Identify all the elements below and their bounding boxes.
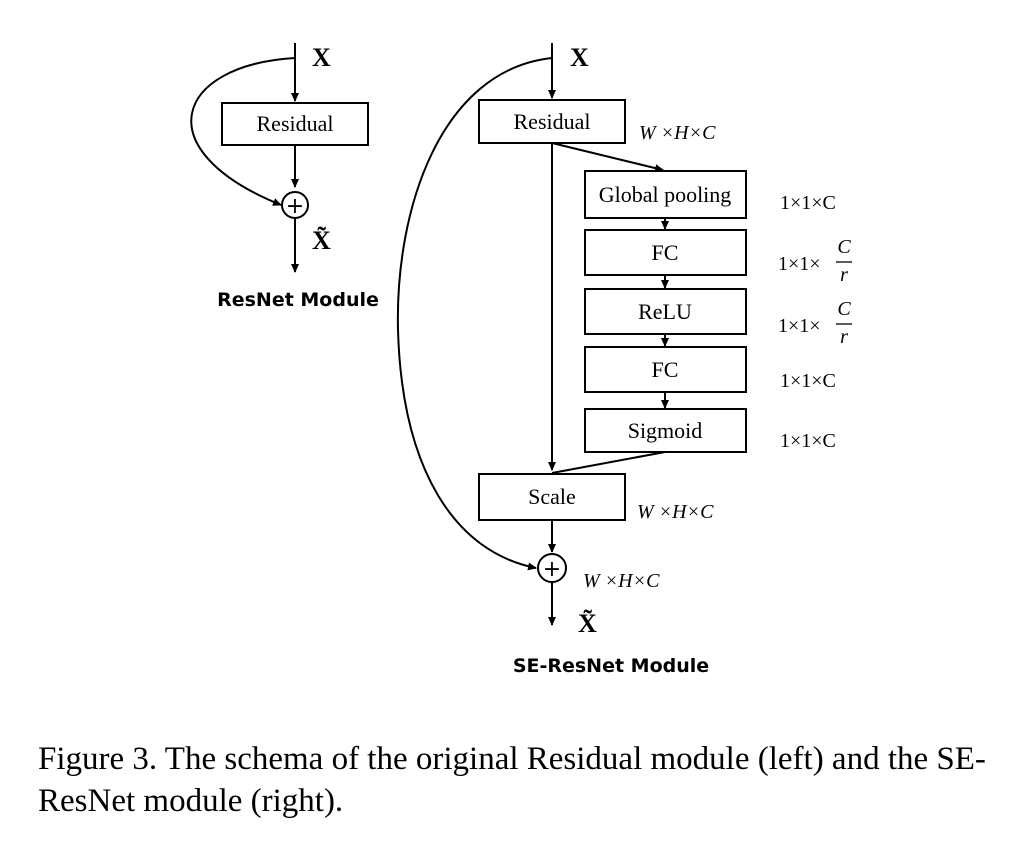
fc1-box	[584, 229, 747, 276]
fc1-dim-numerator: C	[837, 236, 851, 258]
se-resnet-title: SE-ResNet Module	[513, 655, 709, 677]
fc2-box	[584, 346, 747, 393]
resnet-title: ResNet Module	[217, 289, 379, 311]
se-input-label: X	[570, 43, 589, 72]
relu-dim-denominator: r	[840, 326, 848, 348]
relu-label: ReLU	[638, 299, 692, 324]
fc1-label: FC	[652, 240, 679, 265]
se-output-label: X̃	[578, 609, 597, 638]
se-resnet-module: X Residual W ×H×C Global pooling 1×1×C F…	[396, 43, 852, 677]
sigmoid-label: Sigmoid	[628, 418, 703, 443]
scale-dim: W ×H×C	[637, 501, 714, 523]
se-skip-connection	[396, 57, 553, 571]
se-branch-arrow	[551, 142, 664, 172]
sigmoid-to-scale-line	[551, 451, 666, 474]
fc2-dim: 1×1×C	[780, 370, 836, 392]
se-residual-dim: W ×H×C	[639, 122, 716, 144]
relu-dim-numerator: C	[837, 298, 851, 320]
global-pooling-label: Global pooling	[599, 182, 732, 207]
sigmoid-dim: 1×1×C	[780, 430, 836, 452]
global-pooling-dim: 1×1×C	[780, 192, 836, 214]
resnet-input-label: X	[312, 43, 331, 72]
scale-label: Scale	[528, 484, 576, 509]
se-add-dim: W ×H×C	[583, 570, 660, 592]
fc1-dim-denominator: r	[840, 264, 848, 286]
fc1-dim-prefix: 1×1×	[778, 253, 821, 275]
sigmoid-box	[584, 408, 747, 453]
se-residual-label: Residual	[514, 109, 591, 134]
resnet-add-symbol: +	[286, 194, 304, 219]
relu-dim-prefix: 1×1×	[778, 315, 821, 337]
resnet-skip-connection	[190, 57, 296, 206]
se-add-symbol: +	[543, 557, 561, 582]
scale-box	[478, 473, 626, 521]
resnet-residual-label: Residual	[257, 111, 334, 136]
figure-diagram: X Residual + X̃ ResNet Module X Residual…	[190, 43, 852, 677]
resnet-module: X Residual + X̃ ResNet Module	[190, 43, 379, 311]
fc2-label: FC	[652, 357, 679, 382]
figure-caption: Figure 3. The schema of the original Res…	[38, 741, 986, 819]
resnet-output-label: X̃	[312, 226, 331, 255]
